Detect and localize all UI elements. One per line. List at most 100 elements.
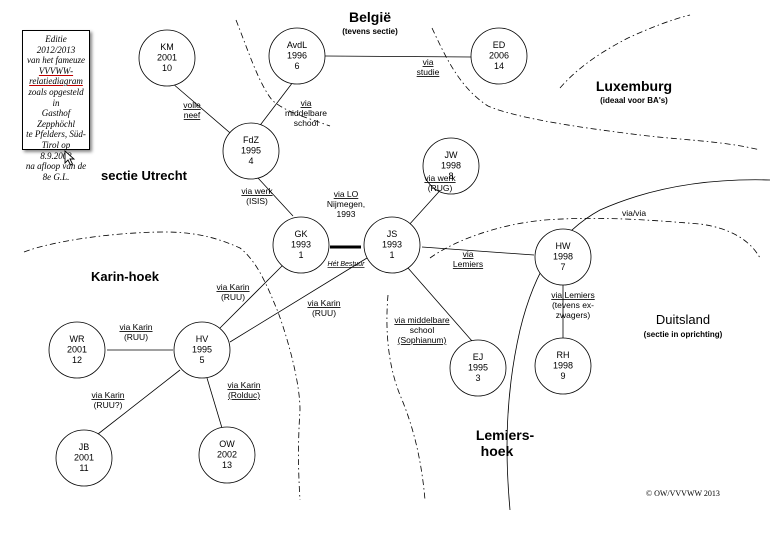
node-km-circle[interactable] [138, 29, 196, 87]
node-ed-line-0: ED [493, 40, 506, 50]
edge-fdz-gk [257, 177, 294, 217]
node-avdl-circle[interactable] [268, 27, 326, 85]
edition-line-9: na afloop van de [25, 161, 87, 172]
edge-label-via-karin-ruu-jb-line-1: (RUU?) [94, 400, 123, 410]
region-duitsland-sub: (sectie in oprichting) [644, 330, 723, 339]
node-ed-circle[interactable] [470, 27, 528, 85]
node-rh-circle[interactable] [534, 337, 592, 395]
edge-label-via-karin-ruu-gk: via Karin(RUU) [216, 282, 249, 302]
edition-line-10: 8e G.L. [42, 171, 70, 182]
node-ej-line-2: 3 [475, 373, 480, 383]
region-luxemburg: Luxemburg [596, 78, 672, 94]
edge-label-via-karin-ruu-wr-line-0: via Karin [119, 322, 152, 332]
edge-label-via-karin-ruu-gk-line-1: (RUU) [221, 292, 245, 302]
edge-label-via-werk-rug-line-0: via werk [424, 173, 456, 183]
edge-label-via-werk-isis-line-0: via werk [241, 186, 273, 196]
edition-line-6: Gasthof Zepphöchl [37, 108, 75, 129]
node-jb-line-2: 11 [79, 463, 88, 473]
node-hw-line-1: 1998 [553, 252, 573, 262]
boundary-belgie-utrecht [235, 19, 331, 127]
node-js-line-0: JS [387, 229, 398, 239]
node-wr-line-0: WR [70, 334, 85, 344]
copyright-text: © OW/VVVWW 2013 [646, 489, 720, 498]
edge-gk-hv [217, 264, 284, 331]
mouse-pointer-icon [64, 150, 76, 166]
edge-label-via-karin-ruu-js-line-0: via Karin [307, 298, 340, 308]
node-fdz-line-2: 4 [248, 156, 253, 166]
edge-label-via-werk-isis: via werk(ISIS) [241, 186, 273, 206]
node-fdz-circle[interactable] [222, 122, 280, 180]
node-jw-line-0: JW [445, 150, 459, 160]
edge-label-via-studie-line-0: via [423, 57, 434, 67]
region-belgie-sub: (tevens sectie) [342, 27, 398, 36]
via-via-label: via/via [622, 208, 646, 218]
node-js-line-1: 1993 [382, 240, 402, 250]
node-ow-circle[interactable] [198, 426, 256, 484]
edge-avdl-ed [324, 55, 472, 58]
boundary-karin-hoek [23, 231, 301, 501]
edge-label-via-werk-rug-line-1: (RUG) [428, 183, 453, 193]
edge-label-via-lo-line-1: Nijmegen, [327, 199, 365, 209]
node-ed-line-1: 2006 [489, 51, 509, 61]
node-jb-line-1: 2001 [74, 453, 94, 463]
region-lemiers-1: Lemiers- [476, 427, 535, 443]
node-hw-line-0: HW [556, 241, 571, 251]
nodes [48, 27, 592, 487]
edge-label-via-middelbare-line-0: via [301, 98, 312, 108]
boundary-belgie-luxemburg [431, 27, 761, 151]
edge-label-via-karin-ruu-js: via Karin(RUU) [307, 298, 340, 318]
node-jb-line-0: JB [79, 442, 90, 452]
node-hv-line-1: 1995 [192, 345, 212, 355]
edge-label-via-werk-isis-line-1: (ISIS) [246, 196, 268, 206]
node-hw-circle[interactable] [534, 228, 592, 286]
node-gk-line-2: 1 [298, 250, 303, 260]
node-ej-circle[interactable] [449, 339, 507, 397]
node-km-line-2: 10 [162, 63, 172, 73]
node-gk-circle[interactable] [272, 216, 330, 274]
node-hv-circle[interactable] [173, 321, 231, 379]
edge-label-via-lo-line-2: 1993 [337, 209, 356, 219]
node-avdl-line-2: 6 [294, 61, 299, 71]
node-rh-line-0: RH [557, 350, 570, 360]
edge-label-via-lemiers-hw-line-1: Lemiers [453, 259, 483, 269]
edge-label-via-lemiers-rh: via Lemiers(tevens ex-zwagers) [551, 290, 594, 320]
edge-km-fdz [171, 82, 237, 139]
node-jw-line-2: 8 [448, 171, 453, 181]
node-rh-line-1: 1998 [553, 361, 573, 371]
edge-label-via-middelbare-sophianum-line-1: school [410, 325, 435, 335]
node-jw-line-1: 1998 [441, 161, 461, 171]
node-fdz-line-0: FdZ [243, 135, 260, 145]
node-wr-line-2: 12 [72, 355, 82, 365]
edge-hv-jb [97, 369, 181, 435]
het-bestuur-label: Hét Bestuur [328, 261, 366, 268]
edge-label-via-lemiers-hw-line-0: via [463, 249, 474, 259]
node-wr-circle[interactable] [48, 321, 106, 379]
node-js-circle[interactable] [363, 216, 421, 274]
node-jb-circle[interactable] [55, 429, 113, 487]
region-utrecht: sectie Utrecht [101, 168, 188, 183]
edge-label-via-lemiers-rh-line-0: via Lemiers [551, 290, 594, 300]
edge-label-via-karin-ruu-jb-line-0: via Karin [91, 390, 124, 400]
node-jw-circle[interactable] [422, 137, 480, 195]
edge-label-via-karin-ruu-js-line-1: (RUU) [312, 308, 336, 318]
edge-js-jw [407, 184, 446, 227]
edge-js-hw [421, 246, 535, 256]
edge-label-via-karin-rolduc-line-1: (Rolduc) [228, 390, 260, 400]
edition-line-2: van het fameuze [27, 55, 85, 66]
edge-label-via-middelbare-sophianum-line-0: via middelbare [394, 315, 450, 325]
